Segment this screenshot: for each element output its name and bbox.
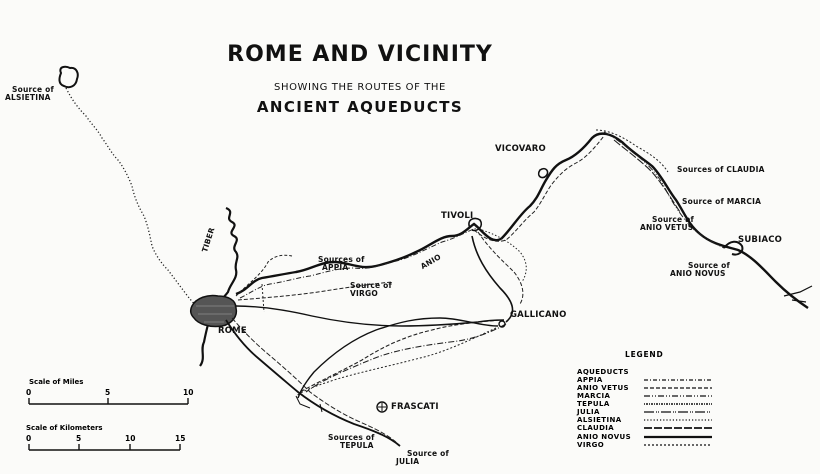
label-subiaco: SUBIACO xyxy=(738,235,783,245)
legend-item-alsietina: ALSIETINA xyxy=(577,416,622,424)
scale-km-title: Scale of Kilometers xyxy=(26,424,103,432)
legend-heading: AQUEDUCTS xyxy=(577,368,629,376)
legend-item-tepula: TEPULA xyxy=(577,400,610,408)
label-source-julia-2: JULIA xyxy=(396,457,420,466)
map-subtitle: SHOWING THE ROUTES OF THE xyxy=(274,82,446,93)
label-sources-claudia: Sources of CLAUDIA xyxy=(677,165,765,174)
scale-km-tick: 0 xyxy=(26,434,32,443)
river-tiber xyxy=(199,206,239,367)
route-alsietina xyxy=(65,87,205,313)
label-source-virgo-2: VIRGO xyxy=(350,289,378,298)
label-source-virgo-1: Source of xyxy=(350,281,392,290)
label-source-julia-1: Source of xyxy=(407,449,449,458)
legend-item-anio-novus: ANIO NOVUS xyxy=(577,433,632,441)
route-tivoli-gallicano xyxy=(471,235,514,323)
route-marcia xyxy=(305,323,507,393)
label-sources-tepula-2: TEPULA xyxy=(340,441,374,450)
map-subtitle-2: ANCIENT AQUEDUCTS xyxy=(256,98,464,116)
label-source-anio-novus-1: Source of xyxy=(688,261,730,270)
legend-title: LEGEND xyxy=(625,350,664,359)
legend-item-anio-vetus: ANIO VETUS xyxy=(577,384,629,392)
label-source-marcia: Source of MARCIA xyxy=(682,197,762,206)
scale-miles-tick: 5 xyxy=(105,388,111,397)
scale-miles-title: Scale of Miles xyxy=(29,378,84,386)
label-source-anio-vetus-2: ANIO VETUS xyxy=(640,223,694,232)
label-sources-appia-2: APPIA xyxy=(322,263,349,272)
scale-miles-bar xyxy=(28,398,189,405)
route-rome-south xyxy=(225,319,401,447)
scale-miles-tick: 0 xyxy=(26,388,32,397)
scale-miles-tick: 10 xyxy=(183,388,194,397)
label-tivoli: TIVOLI xyxy=(441,211,474,221)
legend-item-appia: APPIA xyxy=(577,376,603,384)
scale-km-tick: 5 xyxy=(76,434,82,443)
label-rome: ROME xyxy=(218,326,247,336)
scale-km-tick: 15 xyxy=(175,434,186,443)
label-source-anio-novus-2: ANIO NOVUS xyxy=(670,269,726,278)
label-source-alsietina-2: ALSIETINA xyxy=(5,93,51,102)
label-vicovaro: VICOVARO xyxy=(495,144,546,154)
legend-item-julia: JULIA xyxy=(577,408,600,416)
legend-item-virgo: VIRGO xyxy=(577,441,605,449)
legend-item-claudia: CLAUDIA xyxy=(577,424,615,432)
gallicano-marker xyxy=(498,320,506,328)
label-source-alsietina-1: Source of xyxy=(12,85,54,94)
frascati-marker xyxy=(376,401,388,413)
river-anio xyxy=(235,132,809,309)
scale-km-tick: 10 xyxy=(125,434,136,443)
label-frascati: FRASCATI xyxy=(391,402,439,412)
label-sources-appia-1: Sources of xyxy=(318,255,365,264)
label-gallicano: GALLICANO xyxy=(510,310,567,320)
label-sources-tepula-1: Sources of xyxy=(328,433,375,442)
legend-samples xyxy=(644,379,712,446)
scale-km-bar xyxy=(28,444,181,451)
label-source-anio-vetus-1: Source of xyxy=(652,215,694,224)
map-title: ROME AND VICINITY xyxy=(227,42,493,67)
lake-alsietina xyxy=(58,65,79,89)
legend-item-marcia: MARCIA xyxy=(577,392,611,400)
